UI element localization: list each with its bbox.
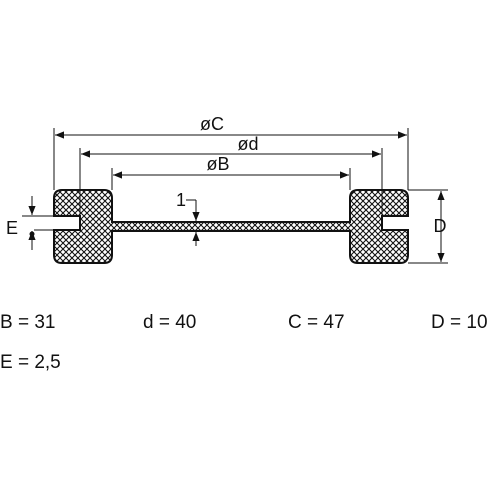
e-reference-dot	[29, 231, 35, 237]
dimension-value-height-d: D = 10	[431, 312, 488, 333]
label-dia-c: øC	[200, 114, 224, 134]
dimension-value-e: E = 2,5	[0, 352, 61, 373]
label-offset-e: E	[6, 218, 18, 238]
dimension-value-d: d = 40	[143, 312, 197, 333]
label-height-d: D	[434, 216, 447, 236]
label-dia-b: øB	[206, 154, 229, 174]
label-thickness: 1	[176, 190, 186, 210]
grommet-section	[53, 189, 409, 264]
dimension-value-c: C = 47	[288, 312, 345, 333]
label-dia-d: ød	[237, 134, 258, 154]
dimension-value-b: B = 31	[0, 312, 56, 333]
